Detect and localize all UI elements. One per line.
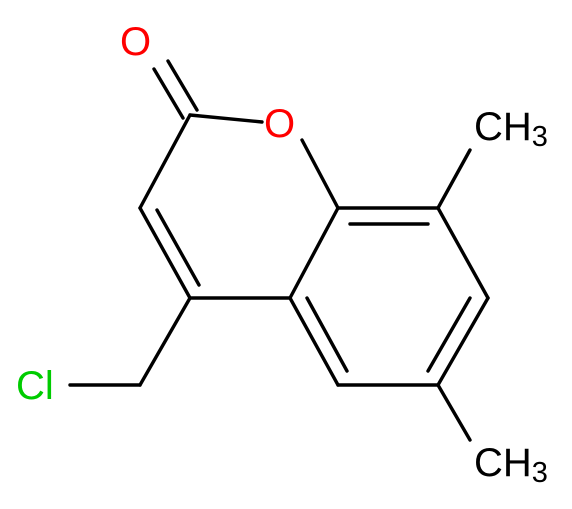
bond-c7-c6-inner <box>426 296 472 373</box>
methyl-8-main: CH <box>474 105 532 149</box>
bond-c7-c6 <box>436 296 490 387</box>
methyl-6-label: CH3 <box>474 441 548 489</box>
bond-c8-methyl <box>436 148 472 210</box>
bond-c6-methyl <box>436 383 472 442</box>
bond-c5-c4a-inner <box>305 296 349 373</box>
methyl-8-label: CH3 <box>474 105 548 153</box>
bond-c3-c4 <box>138 206 192 300</box>
bond-c2-c3 <box>138 113 192 210</box>
bond-carbonyl-2 <box>166 59 199 112</box>
chlorine-label: Cl <box>16 364 54 408</box>
methyl-6-subscript: 3 <box>532 457 548 489</box>
bond-c5-c4a <box>288 296 340 387</box>
bond-c2-o1 <box>188 113 264 124</box>
carbonyl-oxygen-label: O <box>120 20 151 64</box>
ring-oxygen-label: O <box>264 102 295 146</box>
bond-o1-c8a <box>300 138 340 210</box>
methyl-8-subscript: 3 <box>532 121 548 153</box>
bond-c3-c4-inner <box>155 208 201 287</box>
bonds <box>68 59 490 442</box>
bond-c4a-c8a <box>288 206 340 300</box>
bond-carbonyl-1 <box>152 67 185 120</box>
methyl-6-main: CH <box>474 441 532 485</box>
bond-c4-ch2 <box>138 296 192 387</box>
bond-c8-c7 <box>436 206 490 300</box>
